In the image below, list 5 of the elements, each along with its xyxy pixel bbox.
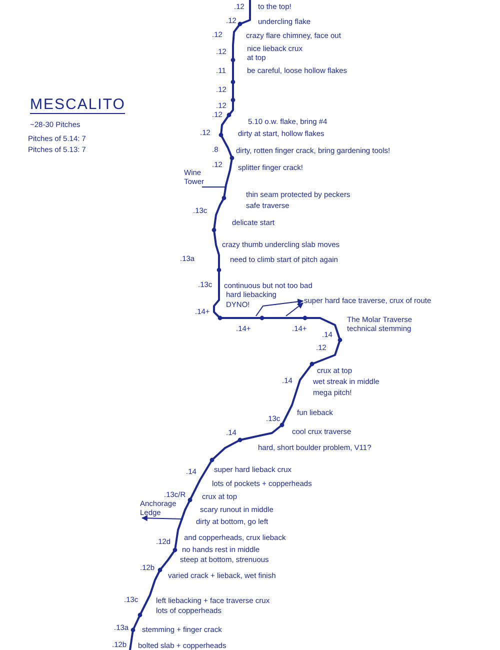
- title-text: MESCALITO: [30, 96, 126, 114]
- arrow: [256, 298, 304, 316]
- leader-line: [202, 186, 226, 188]
- arrow: [141, 515, 184, 522]
- arrow: [286, 302, 304, 316]
